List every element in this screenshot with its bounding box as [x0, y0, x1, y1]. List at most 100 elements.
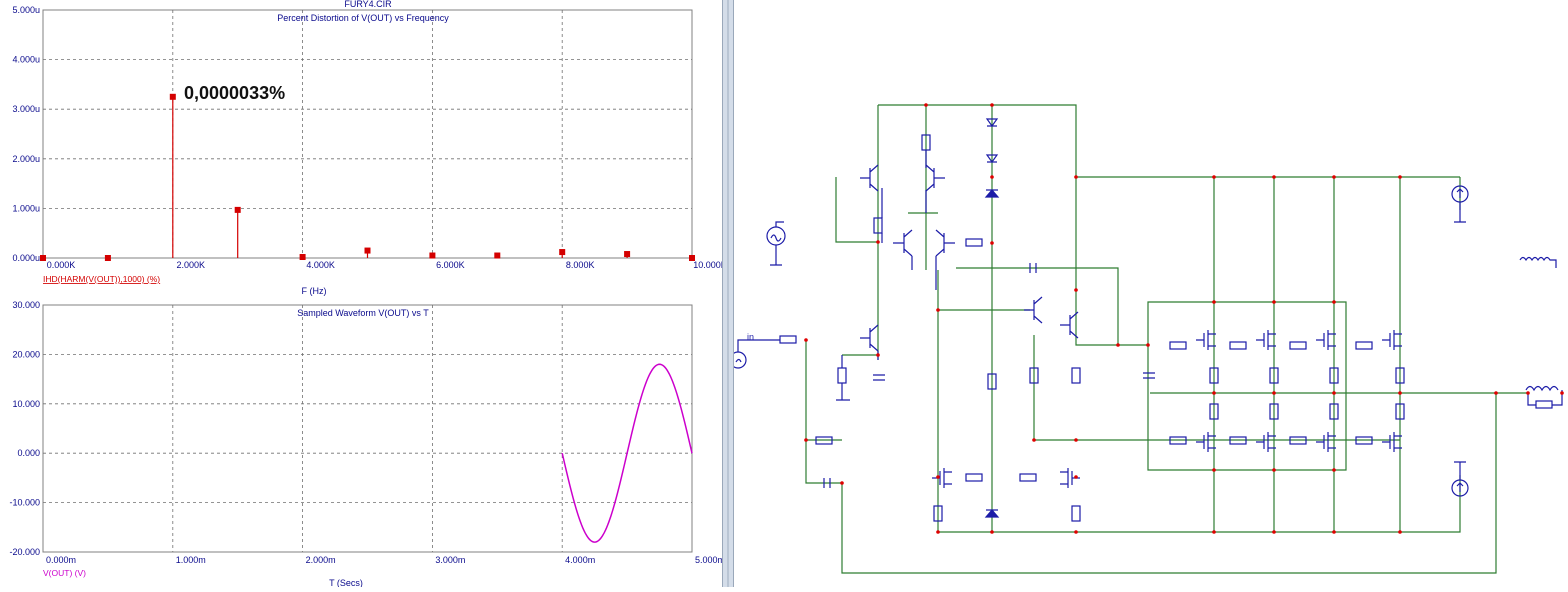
distortion-plot-title: Percent Distortion of V(OUT) vs Frequenc…: [277, 13, 449, 23]
distortion-trace-label[interactable]: IHD(HARM(V(OUT)),1000) (%): [43, 274, 160, 284]
waveform-plot[interactable]: Sampled Waveform V(OUT) vs T -20.000-10.…: [9, 300, 725, 588]
resistor-icon[interactable]: [1229, 436, 1247, 445]
window-title: FURY4.CIR: [344, 0, 392, 9]
resistor-icon[interactable]: [1289, 436, 1307, 445]
resistor-icon[interactable]: [1229, 341, 1247, 350]
splitter-grip: [727, 0, 729, 587]
schematic-wires: [805, 104, 1528, 574]
resistor-icon[interactable]: [1209, 403, 1219, 420]
transistor-icon[interactable]: [925, 164, 945, 192]
resistor-icon[interactable]: [1329, 403, 1339, 420]
mosfet-icon[interactable]: [1196, 330, 1216, 350]
signal-source-icon[interactable]: [766, 226, 786, 246]
harmonic-point[interactable]: [299, 254, 306, 261]
mosfet-icon[interactable]: [1316, 330, 1336, 350]
waveform-x-axis-label: T (Secs): [329, 578, 363, 587]
harmonic-point[interactable]: [234, 206, 241, 213]
analysis-plot-panel: FURY4.CIR Percent Distortion of V(OUT) v…: [0, 0, 726, 588]
resistor-icon[interactable]: [779, 335, 797, 344]
harmonic-point[interactable]: [689, 255, 695, 261]
waveform-y-tick-label: -20.000: [9, 547, 40, 557]
resistor-icon[interactable]: [1019, 473, 1037, 482]
resistor-icon[interactable]: [1169, 436, 1187, 445]
waveform-trace-label[interactable]: V(OUT) (V): [43, 568, 86, 578]
resistor-icon[interactable]: [987, 373, 997, 390]
resistor-icon[interactable]: [1395, 403, 1405, 420]
resistor-icon[interactable]: [1209, 367, 1219, 384]
mosfet-icon[interactable]: [1382, 330, 1402, 350]
resistor-icon[interactable]: [933, 505, 943, 522]
transistor-icon[interactable]: [860, 324, 879, 352]
inductor-icon[interactable]: [1525, 385, 1559, 392]
distortion-x-tick-label: 6.000K: [436, 260, 465, 270]
mosfet-icon[interactable]: [1382, 432, 1402, 452]
schematic-canvas: in: [729, 103, 1564, 574]
mosfet-icon[interactable]: [932, 468, 952, 488]
plot-canvas: FURY4.CIR Percent Distortion of V(OUT) v…: [9, 0, 726, 588]
waveform-y-tick-label: 20.000: [12, 349, 40, 359]
diode-icon[interactable]: [985, 118, 999, 128]
inductor-icon[interactable]: [1519, 256, 1557, 269]
harmonic-point[interactable]: [169, 93, 176, 100]
diode-icon[interactable]: [985, 154, 999, 164]
capacitor-icon[interactable]: [1029, 263, 1037, 273]
zener-diode-icon[interactable]: [984, 189, 1000, 198]
waveform-x-tick-label: 0.000m: [46, 555, 76, 565]
harmonic-point[interactable]: [40, 255, 46, 261]
schematic-panel: in: [729, 0, 1568, 587]
resistor-icon[interactable]: [1071, 505, 1081, 522]
zener-diode-icon[interactable]: [984, 509, 1000, 518]
resistor-icon[interactable]: [1071, 367, 1081, 384]
resistor-icon[interactable]: [1169, 341, 1187, 350]
resistor-icon[interactable]: [1329, 367, 1339, 384]
resistor-icon[interactable]: [1029, 367, 1039, 384]
resistor-icon[interactable]: [815, 436, 833, 445]
distortion-y-tick-label: 5.000u: [12, 5, 40, 15]
resistor-icon[interactable]: [837, 367, 847, 384]
harmonic-point[interactable]: [429, 252, 436, 259]
mosfet-icon[interactable]: [1316, 432, 1336, 452]
capacitor-icon[interactable]: [1143, 372, 1155, 379]
resistor-icon[interactable]: [1269, 403, 1279, 420]
transistor-icon[interactable]: [935, 229, 955, 257]
transistor-icon[interactable]: [860, 164, 879, 192]
waveform-x-tick-label: 4.000m: [565, 555, 595, 565]
schematic-junctions: [804, 103, 1564, 534]
mosfet-icon[interactable]: [1196, 432, 1216, 452]
harmonic-point[interactable]: [624, 251, 631, 258]
harmonic-point[interactable]: [559, 249, 566, 256]
waveform-x-tick-label: 2.000m: [306, 555, 336, 565]
transistor-icon[interactable]: [1024, 296, 1043, 324]
resistor-icon[interactable]: [1355, 341, 1373, 350]
transistor-icon[interactable]: [893, 229, 913, 257]
distortion-y-tick-label: 0.000u: [12, 253, 40, 263]
resistor-icon[interactable]: [1535, 400, 1553, 409]
resistor-icon[interactable]: [1395, 367, 1405, 384]
harmonic-point[interactable]: [104, 255, 111, 261]
waveform-y-tick-label: 0.000: [17, 448, 40, 458]
mosfet-icon[interactable]: [1256, 432, 1276, 452]
transistor-icon[interactable]: [1060, 311, 1079, 339]
distortion-x-tick-label: 2.000K: [177, 260, 206, 270]
resistor-icon[interactable]: [965, 238, 983, 247]
mosfet-icon[interactable]: [1256, 330, 1276, 350]
capacitor-icon[interactable]: [873, 374, 885, 381]
resistor-icon[interactable]: [1355, 436, 1373, 445]
resistor-icon[interactable]: [1289, 341, 1307, 350]
resistor-icon[interactable]: [873, 217, 883, 234]
resistor-icon[interactable]: [965, 473, 983, 482]
waveform-trace: [561, 363, 693, 543]
harmonic-point[interactable]: [494, 252, 501, 259]
harmonic-bars: [40, 93, 695, 261]
capacitor-icon[interactable]: [823, 478, 831, 488]
harmonic-point[interactable]: [364, 247, 371, 254]
resistor-icon[interactable]: [1269, 367, 1279, 384]
distortion-grid: [43, 10, 692, 258]
distortion-x-tick-label: 0.000K: [47, 260, 76, 270]
panel-splitter[interactable]: [722, 0, 734, 587]
distortion-plot[interactable]: Percent Distortion of V(OUT) vs Frequenc…: [12, 5, 726, 296]
distortion-x-axis-label: F (Hz): [302, 286, 327, 296]
schematic-components: [729, 118, 1563, 522]
waveform-x-tick-label: 1.000m: [176, 555, 206, 565]
